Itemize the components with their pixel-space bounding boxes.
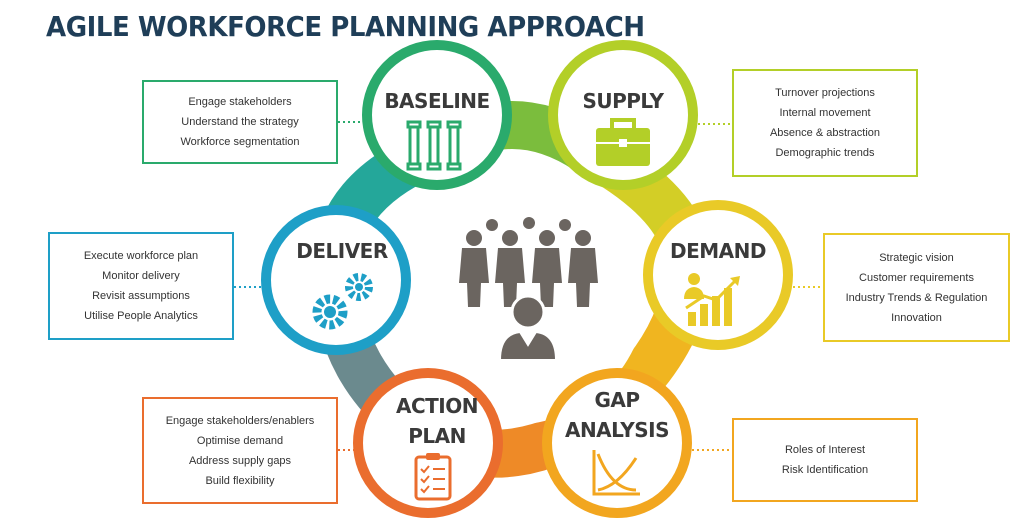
list-item: Industry Trends & Regulation	[845, 291, 988, 304]
crossing-lines-chart-icon	[592, 450, 640, 496]
person-2	[495, 230, 525, 307]
pillars-icon	[406, 120, 462, 171]
stage-supply[interactable]: SUPPLY	[548, 40, 698, 190]
list-item: Internal movement	[779, 107, 871, 119]
list-item: Turnover projections	[775, 87, 875, 99]
stage-demand[interactable]: DEMAND	[643, 200, 793, 350]
list-item: Roles of Interest	[784, 444, 866, 456]
manager-person	[498, 294, 558, 361]
list-item: Engage stakeholders	[188, 96, 292, 108]
list-item: Execute workforce plan	[83, 250, 199, 262]
list-item: Revisit assumptions	[92, 290, 190, 302]
person-1	[459, 230, 489, 307]
list-item: Absence & abstraction	[769, 127, 881, 139]
list-item: Monitor delivery	[102, 270, 180, 282]
list-item: Demographic trends	[775, 147, 875, 159]
gears-icon	[312, 273, 373, 330]
stage-label-action-line2: PLAN	[408, 424, 466, 448]
callout-connectors	[234, 121, 823, 451]
person-3	[532, 230, 562, 307]
clipboard-checklist-icon	[414, 453, 452, 501]
page-title: AGILE WORKFORCE PLANNING APPROACH	[46, 10, 645, 43]
workforce-group-icon	[459, 217, 598, 361]
list-item: Optimise demand	[196, 434, 284, 447]
baseline-details-box: Engage stakeholders Understand the strat…	[142, 80, 338, 164]
stage-label-baseline: BASELINE	[384, 89, 489, 113]
list-item: Risk Identification	[781, 464, 869, 476]
list-item: Engage stakeholders/enablers	[165, 414, 315, 427]
deliver-details-box: Execute workforce plan Monitor delivery …	[48, 232, 234, 340]
supply-details-box: Turnover projections Internal movement A…	[732, 69, 918, 177]
stage-label-gap-line1: GAP	[594, 388, 639, 412]
stage-label-deliver: DELIVER	[296, 239, 388, 263]
briefcase-icon	[596, 118, 650, 166]
person-4	[568, 230, 598, 307]
growth-chart-icon	[684, 273, 740, 326]
list-item: Innovation	[891, 311, 942, 324]
gap-analysis-details-box: Roles of Interest Risk Identification	[732, 418, 918, 502]
stage-label-demand: DEMAND	[670, 239, 766, 263]
demand-details-box: Strategic vision Customer requirements I…	[823, 233, 1010, 342]
list-item: Customer requirements	[859, 271, 974, 284]
stage-deliver[interactable]: DELIVER	[261, 205, 411, 355]
stage-label-supply: SUPPLY	[582, 89, 664, 113]
action-plan-details-box: Engage stakeholders/enablers Optimise de…	[142, 397, 338, 504]
list-item: Understand the strategy	[181, 116, 299, 128]
stage-baseline[interactable]: BASELINE	[362, 40, 512, 190]
list-item: Strategic vision	[879, 251, 954, 264]
stage-label-action-line1: ACTION	[396, 394, 478, 418]
list-item: Build flexibility	[205, 474, 275, 487]
list-item: Address supply gaps	[188, 454, 292, 467]
list-item: Workforce segmentation	[180, 136, 300, 148]
stage-label-gap-line2: ANALYSIS	[565, 418, 669, 442]
stage-action-plan[interactable]: ACTION PLAN	[353, 368, 503, 518]
list-item: Utilise People Analytics	[84, 310, 198, 322]
stage-gap-analysis[interactable]: GAP ANALYSIS	[542, 368, 692, 518]
